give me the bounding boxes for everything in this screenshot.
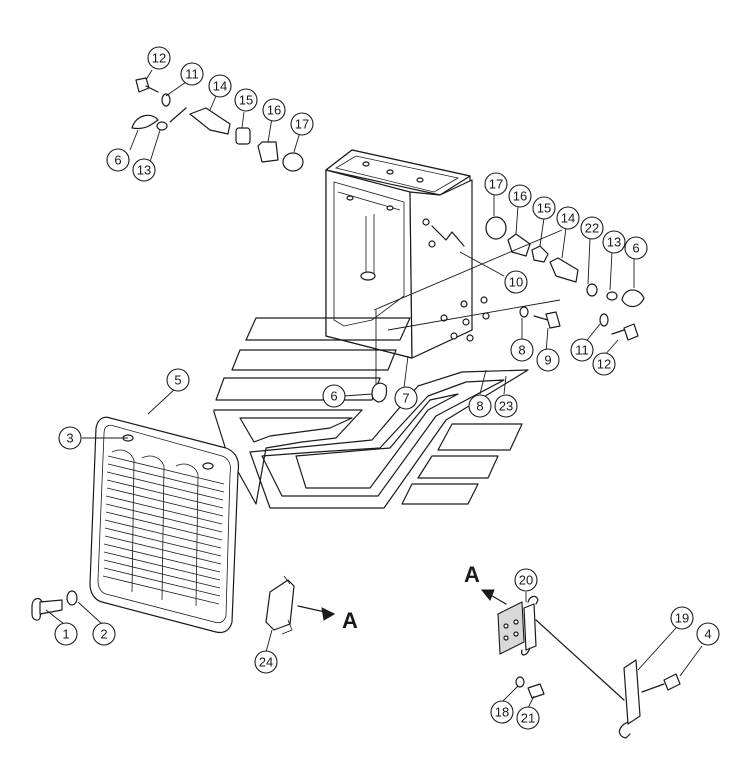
callout-14: 14 <box>556 206 580 230</box>
callout-9: 9 <box>536 348 560 372</box>
svg-text:2: 2 <box>100 627 107 642</box>
callout-21: 21 <box>516 706 540 730</box>
svg-text:17: 17 <box>489 177 503 192</box>
svg-text:14: 14 <box>213 79 227 94</box>
svg-text:12: 12 <box>597 357 611 372</box>
svg-text:16: 16 <box>267 103 281 118</box>
svg-text:3: 3 <box>66 431 73 446</box>
svg-text:6: 6 <box>114 153 121 168</box>
view-marker-a-right: A <box>464 562 507 605</box>
callout-15: 15 <box>234 88 258 112</box>
view-marker-a-left: A <box>297 605 358 633</box>
callout-6: 6 <box>624 236 648 260</box>
callout-7: 7 <box>394 386 418 410</box>
svg-text:8: 8 <box>476 399 483 414</box>
callout-8: 8 <box>510 338 534 362</box>
callout-5: 5 <box>166 368 190 392</box>
callout-15: 15 <box>532 196 556 220</box>
svg-text:24: 24 <box>259 655 273 670</box>
bolt-and-washer <box>31 590 78 621</box>
bracket-24 <box>265 575 295 635</box>
callout-18: 18 <box>490 700 514 724</box>
svg-text:11: 11 <box>575 343 589 358</box>
callout-19: 19 <box>670 606 694 630</box>
callout-12: 12 <box>592 352 616 376</box>
svg-text:6: 6 <box>632 241 639 256</box>
callout-13: 13 <box>132 158 156 182</box>
callout-12: 12 <box>147 46 171 70</box>
svg-text:4: 4 <box>704 627 711 642</box>
svg-text:16: 16 <box>513 189 527 204</box>
svg-text:12: 12 <box>152 51 166 66</box>
svg-text:21: 21 <box>521 711 535 726</box>
lamp-assembly-right <box>485 216 645 341</box>
svg-text:9: 9 <box>544 353 551 368</box>
callouts: 12 11 14 15 16 17 6 13 17 16 15 14 22 13… <box>54 46 720 730</box>
svg-text:23: 23 <box>499 399 513 414</box>
callout-8: 8 <box>468 394 492 418</box>
callout-23: 23 <box>494 394 518 418</box>
grille-ribs <box>102 449 225 607</box>
svg-text:14: 14 <box>561 211 575 226</box>
view-label-a-right: A <box>464 562 480 587</box>
svg-text:22: 22 <box>585 221 599 236</box>
callout-3: 3 <box>58 426 82 450</box>
callout-22: 22 <box>580 216 604 240</box>
callout-6: 6 <box>322 384 346 408</box>
leader-lines <box>45 69 703 709</box>
svg-text:8: 8 <box>518 343 525 358</box>
svg-text:18: 18 <box>495 705 509 720</box>
svg-text:15: 15 <box>239 93 253 108</box>
grille-panel <box>89 416 240 634</box>
svg-text:6: 6 <box>330 389 337 404</box>
lens-6-lower <box>371 382 388 403</box>
callout-6: 6 <box>106 148 130 172</box>
callout-17: 17 <box>290 112 314 136</box>
callout-16: 16 <box>262 98 286 122</box>
view-label-a-left: A <box>342 608 358 633</box>
svg-text:13: 13 <box>607 235 621 250</box>
callout-1: 1 <box>54 622 78 646</box>
callout-11: 11 <box>570 338 594 362</box>
svg-text:7: 7 <box>402 391 409 406</box>
lamp-assembly-left <box>131 77 304 172</box>
callout-17: 17 <box>484 172 508 196</box>
svg-text:13: 13 <box>137 163 151 178</box>
callout-24: 24 <box>254 650 278 674</box>
svg-text:5: 5 <box>174 373 181 388</box>
callout-16: 16 <box>508 184 532 208</box>
svg-text:1: 1 <box>62 627 69 642</box>
callout-4: 4 <box>696 622 720 646</box>
callout-20: 20 <box>514 568 538 592</box>
callout-13: 13 <box>602 230 626 254</box>
callout-14: 14 <box>208 74 232 98</box>
floor-deck <box>213 317 529 509</box>
callout-10: 10 <box>504 270 528 294</box>
svg-text:10: 10 <box>509 275 523 290</box>
cab-panel <box>325 149 490 359</box>
svg-text:11: 11 <box>185 67 199 82</box>
callout-11: 11 <box>180 62 204 86</box>
svg-text:17: 17 <box>295 117 309 132</box>
svg-text:20: 20 <box>519 573 533 588</box>
svg-text:19: 19 <box>675 611 689 626</box>
hinge-assembly <box>497 595 681 739</box>
callout-2: 2 <box>92 622 116 646</box>
svg-text:15: 15 <box>537 201 551 216</box>
